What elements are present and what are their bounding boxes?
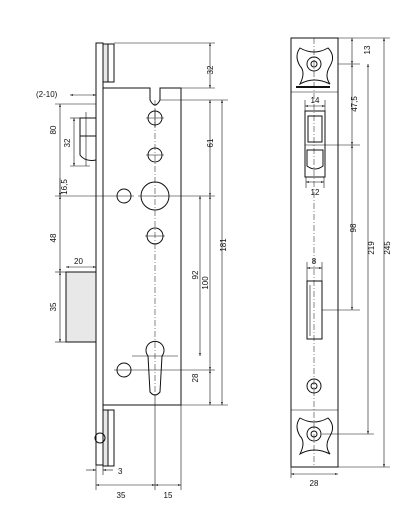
front-faceplate [290,37,339,468]
dim-label-181: 181 [219,238,228,252]
dim-label-16-5: 16,5 [60,179,69,195]
dim-label-15: 15 [164,491,173,500]
dim-label-28-front: 28 [310,479,319,488]
lock-body [102,87,182,406]
deadbolt-opening [306,280,323,340]
dim-label-top: 32 [206,65,215,74]
dim-label-48: 48 [49,233,58,242]
top-bracket-plate [107,43,115,83]
dim-label-219: 219 [367,241,376,255]
front-fixing-hole [306,378,322,394]
dim-label-14: 14 [311,96,320,105]
bottom-bracket-screw [94,432,106,444]
dim-label-92: 92 [191,270,200,279]
dim-label-12: 12 [311,188,320,197]
dim-label-8: 8 [312,257,317,266]
dim-label-32-latch: 32 [63,138,72,147]
dim-label-98: 98 [349,223,358,232]
front-dimensions [290,37,390,478]
dim-label-47-5: 47,5 [350,96,359,112]
bottom-bracket-plate [107,409,115,467]
dim-label-28: 28 [191,373,200,382]
dead-bolt [65,271,97,343]
side-dimensions [55,42,228,490]
dim-label-100: 100 [201,276,210,290]
euro-cylinder-cutout [145,340,165,396]
dim-label-13: 13 [363,45,372,54]
top-fixing-bracket [102,43,109,83]
brand-mark [296,86,330,88]
side-view: 32 (2-10) 80 32 16,5 61 48 20 181 92 100… [36,42,228,500]
dim-label-offset: (2-10) [36,90,58,99]
top-fixing-slot [296,47,334,86]
dim-label-20: 20 [74,257,83,266]
dim-label-245: 245 [383,241,392,255]
dim-label-3: 3 [118,467,123,476]
latch-bolt [79,112,97,166]
dim-label-35-bolt: 35 [49,302,58,311]
spindle-holes [116,110,170,378]
dim-label-35-backset: 35 [117,491,126,500]
dim-label-61: 61 [206,138,215,147]
latch-opening [304,110,326,178]
bottom-fixing-slot [296,417,334,456]
front-view: 13 14 47,5 12 98 8 219 245 28 [290,37,392,488]
dim-label-80: 80 [49,125,58,134]
side-faceplate [95,42,104,466]
